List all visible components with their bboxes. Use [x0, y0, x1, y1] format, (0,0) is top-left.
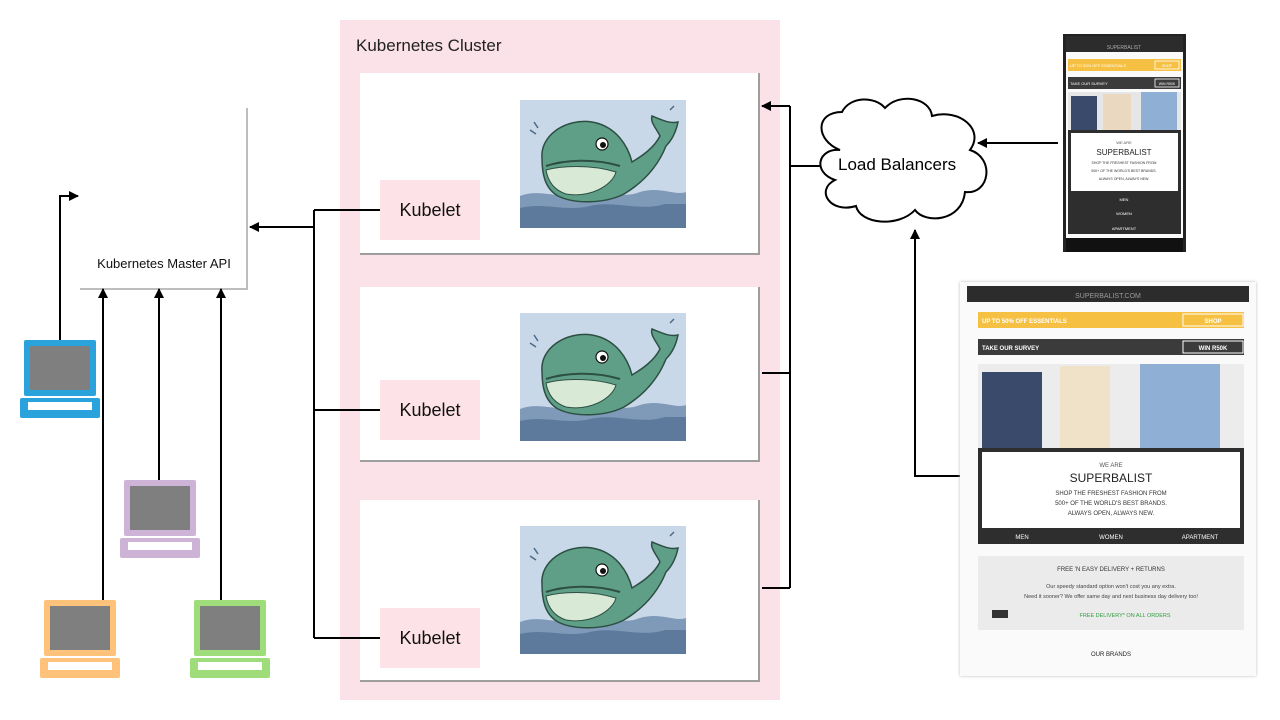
tablet-survey: TAKE OUR SURVEY	[982, 346, 1039, 352]
whale-image-1	[520, 100, 686, 228]
kubelet-2: Kubelet	[380, 380, 480, 440]
tablet-promo: UP TO 50% OFF ESSENTIALS	[982, 319, 1067, 325]
lb-to-nodes-lines	[761, 101, 820, 589]
phone-headline: SUPERBALIST	[1096, 148, 1151, 157]
laptop-purple	[120, 480, 200, 558]
node-1: Kubelet	[360, 73, 760, 255]
kubelet-1: Kubelet	[380, 180, 480, 240]
load-balancer-label: Load Balancers	[838, 155, 957, 174]
tablet-delivery-line-2: Need it sooner? We offer same day and ne…	[1024, 594, 1198, 600]
phone-we-are: WE ARE	[1116, 140, 1132, 145]
laptop-to-master-lines	[59, 191, 226, 600]
phone-menu-men[interactable]: MEN	[1120, 197, 1129, 202]
tablet-tagline-2: 500+ OF THE WORLD'S BEST BRANDS.	[1055, 501, 1167, 507]
tablet-survey-button[interactable]: WIN R50K	[1199, 346, 1228, 352]
tablet-tagline-1: SHOP THE FRESHEST FASHION FROM	[1055, 491, 1166, 497]
tablet-menu-men[interactable]: MEN	[1015, 535, 1028, 541]
laptop-green	[190, 600, 270, 678]
tablet-tagline-3: ALWAYS OPEN, ALWAYS NEW.	[1068, 511, 1155, 517]
tablet-delivery-title: FREE 'N EASY DELIVERY + RETURNS	[1057, 567, 1165, 573]
node-2: Kubelet	[360, 287, 760, 462]
tablet-shop-button[interactable]: SHOP	[1204, 319, 1221, 325]
tablet-delivery-line-1: Our speedy standard option won't cost yo…	[1046, 584, 1176, 590]
cluster-title: Kubernetes Cluster	[356, 36, 502, 55]
tablet-brand: SUPERBALIST.COM	[1075, 293, 1141, 300]
phone-tagline-2: 500+ OF THE WORLD'S BEST BRANDS.	[1091, 169, 1156, 173]
phone-tagline-1: SHOP THE FRESHEST FASHION FROM	[1092, 161, 1157, 165]
whale-image-3	[520, 526, 686, 654]
laptop-orange	[40, 600, 120, 678]
phone-menu-women[interactable]: WOMEN	[1116, 211, 1132, 216]
phone-promo: UP TO 50% OFF ESSENTIALS	[1070, 63, 1126, 68]
phone-menu-apartment[interactable]: APARTMENT	[1112, 226, 1137, 231]
tablet-menu-women[interactable]: WOMEN	[1099, 535, 1123, 541]
phone-tagline-3: ALWAYS OPEN, ALWAYS NEW.	[1099, 177, 1149, 181]
master-api-box	[80, 108, 248, 290]
tablet-our-brands: OUR BRANDS	[1091, 652, 1131, 658]
whale-image-2	[520, 313, 686, 441]
tablet-headline: SUPERBALIST	[1070, 471, 1153, 485]
master-api-label: Kubernetes Master API	[97, 256, 231, 271]
phone-brand: SUPERBALIST	[1107, 45, 1141, 51]
tablet-menu-apartment[interactable]: APARTMENT	[1182, 535, 1219, 541]
node-3: Kubelet	[360, 500, 760, 682]
tablet-free-delivery: FREE DELIVERY* ON ALL ORDERS	[1079, 613, 1170, 619]
kubelet-3: Kubelet	[380, 608, 480, 668]
tablet-we-are: WE ARE	[1099, 463, 1122, 469]
phone-shop-button[interactable]: SHOP	[1162, 64, 1173, 68]
tablet-device: SUPERBALIST.COM UP TO 50% OFF ESSENTIALS…	[960, 282, 1256, 676]
kubelet-to-master-lines	[249, 209, 380, 639]
phone-device: SUPERBALIST UP TO 50% OFF ESSENTIALS SHO…	[1063, 34, 1186, 252]
devices-to-lb-lines	[910, 138, 1058, 477]
phone-survey: TAKE OUR SURVEY	[1070, 81, 1108, 86]
phone-survey-button[interactable]: WIN R50K	[1159, 82, 1176, 86]
load-balancer-cloud	[819, 97, 988, 223]
laptop-blue	[20, 340, 100, 418]
